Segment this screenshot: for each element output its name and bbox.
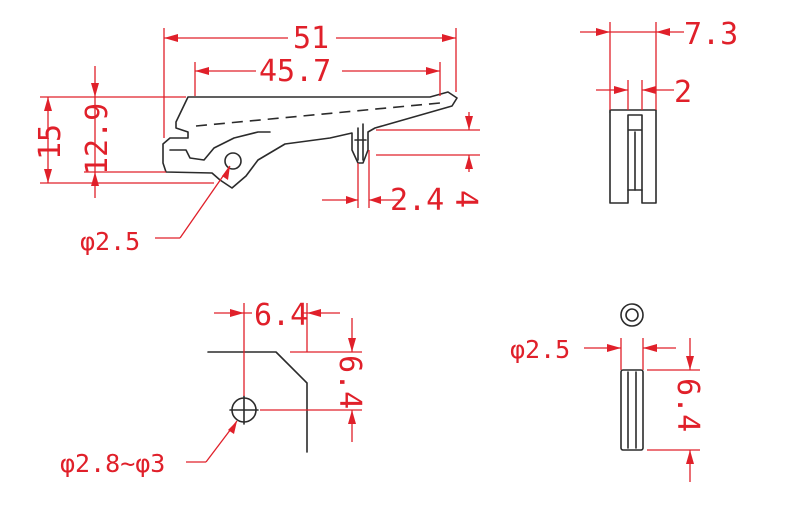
- lever-end-view: [609, 109, 657, 204]
- lever-side-view: [162, 91, 458, 189]
- pin-end-inner: [625, 308, 639, 322]
- lever-outline: [162, 91, 458, 189]
- label-overall-length: 51: [293, 21, 329, 56]
- label-overall-height: 15: [33, 124, 68, 160]
- dimension-side-width: 7.3: [580, 17, 738, 110]
- pin-views: [620, 303, 644, 451]
- label-side-slot: 2: [674, 75, 692, 110]
- dimension-inner-length: 45.7: [194, 54, 441, 96]
- dimension-slot-depth: 4: [376, 112, 483, 208]
- label-detail-horizontal: 6.4: [254, 298, 308, 333]
- dimension-pin-diameter: φ2.5: [510, 335, 676, 370]
- pivot-hole: [224, 152, 242, 170]
- dimension-pin-length: 6.4: [647, 338, 705, 482]
- label-detail-hole: φ2.8~φ3: [60, 449, 165, 478]
- label-slot-width: 2.4: [390, 183, 444, 218]
- dimension-overall-height: 15: [33, 96, 214, 184]
- end-view-slot: [609, 111, 643, 191]
- label-side-width: 7.3: [684, 17, 738, 52]
- dimension-inner-height: 12.9: [80, 66, 166, 198]
- label-pin-diameter: φ2.5: [510, 335, 570, 364]
- label-inner-height: 12.9: [80, 103, 115, 175]
- dimension-slot-width: 2.4: [322, 150, 444, 218]
- label-inner-length: 45.7: [259, 54, 331, 89]
- corner-detail-outline: [207, 351, 308, 453]
- dimension-overall-length: 51: [163, 21, 457, 138]
- label-pin-length: 6.4: [670, 378, 705, 432]
- pin-end-outer: [620, 303, 644, 327]
- dimension-detail-vertical: 6.4: [260, 318, 367, 442]
- label-slot-depth: 4: [448, 190, 483, 208]
- dimension-detail-horizontal: 6.4: [214, 298, 340, 396]
- dimension-side-slot: 2: [596, 75, 692, 110]
- lever-hidden-line: [195, 102, 441, 127]
- dimension-detail-hole: φ2.8~φ3: [60, 420, 238, 478]
- label-hole-diameter: φ2.5: [80, 227, 140, 256]
- label-detail-vertical: 6.4: [332, 355, 367, 409]
- end-view-outline: [609, 109, 657, 204]
- pin-body: [620, 369, 644, 451]
- slot-detail: [354, 123, 367, 161]
- lever-hook-notch: [169, 131, 271, 161]
- dimension-hole-diameter: φ2.5: [80, 165, 231, 256]
- corner-detail-view: [207, 351, 308, 453]
